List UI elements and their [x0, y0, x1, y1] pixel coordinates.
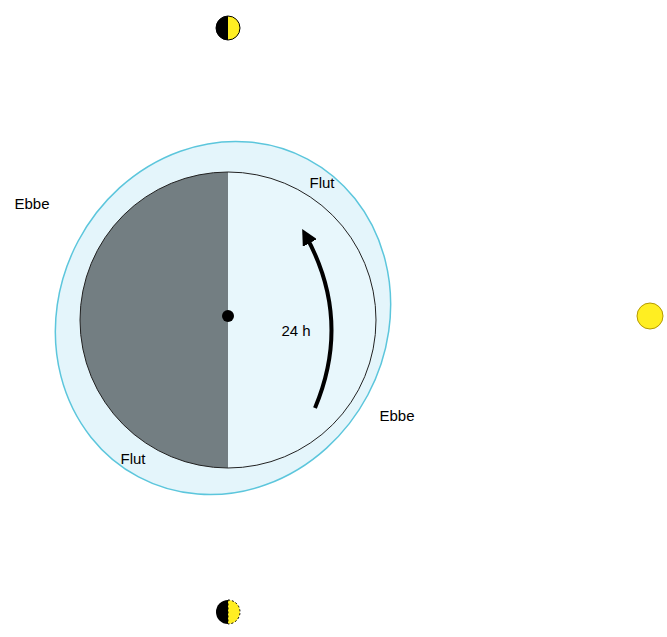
- tide-label: Ebbe: [14, 195, 49, 212]
- tide-label: 24 h: [281, 322, 310, 339]
- moon-bottom: [216, 600, 240, 624]
- tide-label: Flut: [120, 450, 145, 467]
- water-bulge: [0, 82, 452, 554]
- moon-top: [216, 16, 240, 40]
- earth-outline: [80, 172, 376, 468]
- earth-center: [222, 310, 234, 322]
- sun: [637, 303, 663, 329]
- earth-day-side: [228, 172, 376, 468]
- earth-night-side: [80, 172, 228, 468]
- tide-label: Ebbe: [379, 407, 414, 424]
- tide-label: Flut: [309, 174, 334, 191]
